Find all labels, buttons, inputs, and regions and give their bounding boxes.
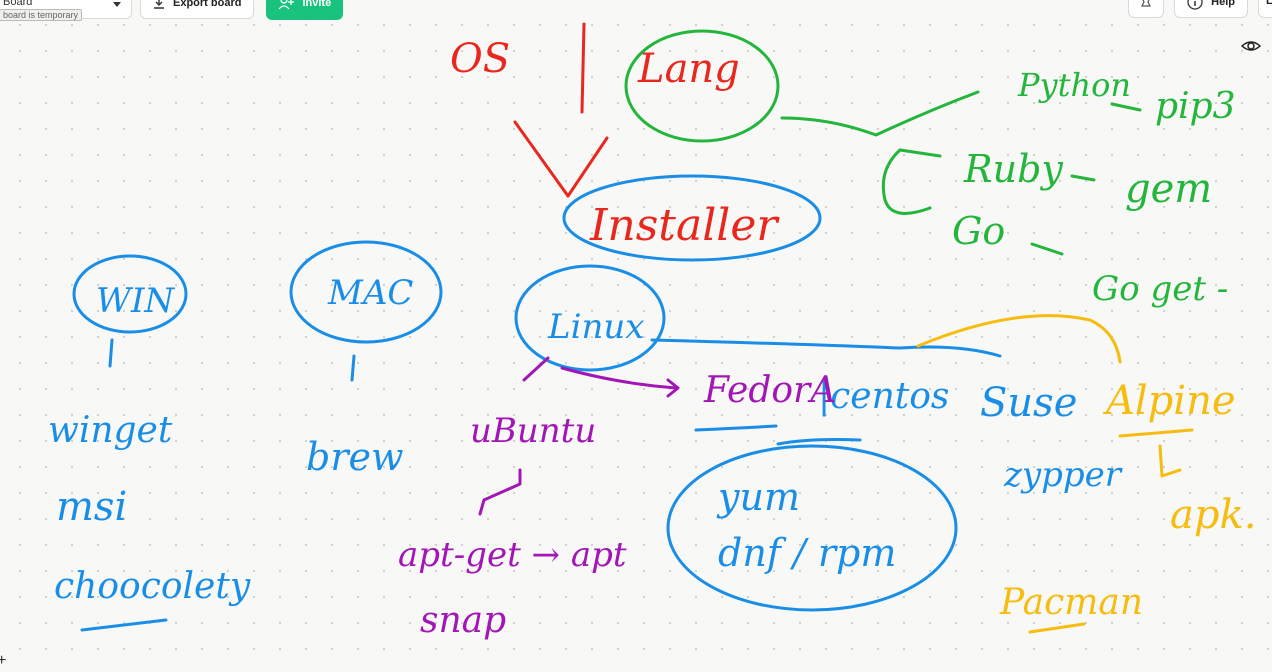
lang-connector: [780, 90, 980, 137]
linux-circle: [514, 264, 666, 372]
label-yum: yum: [716, 475, 800, 519]
green-ink: Lang Python pip3 Ruby gem Go Go get -: [624, 29, 1236, 309]
centos-underline: [776, 438, 862, 446]
mac-down: [350, 354, 356, 382]
help-button[interactable]: Help: [1174, 0, 1248, 18]
label-snap: snap: [420, 600, 506, 641]
os-stroke: [580, 22, 586, 114]
label-ubuntu: uBuntu: [470, 411, 596, 451]
label-linux: Linux: [547, 307, 644, 347]
label-apt: apt-get → apt: [398, 535, 627, 575]
win-down: [108, 338, 114, 368]
label-win: WIN: [96, 281, 175, 321]
dash-gem: [1070, 174, 1096, 182]
help-label: Help: [1211, 0, 1235, 8]
label-suse: Suse: [980, 380, 1077, 426]
blue-ink: WIN MAC Linux winget msi choocolety brew…: [48, 174, 1123, 632]
label-ruby: Ruby: [963, 147, 1063, 191]
login-button[interactable]: Lo: [1258, 0, 1272, 18]
label-pacman: Pacman: [999, 582, 1143, 623]
choco-underline: [80, 618, 168, 632]
fedora-underline: [694, 424, 778, 432]
chevron-down-icon: [113, 2, 121, 7]
invite-button[interactable]: Invite: [266, 0, 344, 20]
label-zypper: zypper: [1003, 455, 1123, 495]
label-msi: msi: [56, 484, 127, 530]
plus-icon[interactable]: +: [0, 652, 7, 669]
temporary-badge: board is temporary: [0, 9, 83, 21]
export-board-label: Export board: [173, 0, 242, 9]
dash-go: [1030, 242, 1064, 256]
dash-pip: [1110, 102, 1142, 112]
win-circle: [72, 254, 188, 334]
label-python: Python: [1017, 66, 1131, 104]
export-board-button[interactable]: Export board: [140, 0, 255, 19]
lang-circle: [624, 29, 780, 143]
board-selector[interactable]: Board board is temporary: [0, 0, 132, 21]
to-alpine-arc: [916, 314, 1122, 364]
label-chocolatey: choocolety: [54, 566, 251, 607]
info-icon: [1187, 0, 1203, 10]
fedora-arrowhead: [666, 378, 680, 398]
label-dnf-rpm: dnf / rpm: [718, 531, 896, 575]
label-installer: Installer: [589, 200, 780, 251]
top-right-toolbar: Help Lo: [1128, 0, 1272, 18]
label-winget: winget: [48, 410, 173, 451]
mac-circle: [289, 240, 443, 344]
os-arrow: [513, 120, 609, 198]
top-left-toolbar: Board board is temporary Export board In…: [0, 0, 344, 21]
label-mac: MAC: [327, 273, 413, 313]
pacman-underline: [1028, 622, 1086, 634]
linux-to-fedora: [560, 366, 678, 390]
installer-circle: [562, 174, 822, 262]
pin-button[interactable]: [1128, 0, 1165, 18]
alpine-down: [1158, 444, 1182, 478]
label-brew: brew: [306, 435, 404, 479]
label-go: Go: [952, 209, 1005, 253]
board-name: Board: [3, 0, 33, 8]
yum-circle: [666, 444, 958, 612]
label-pip: pip3: [1155, 86, 1236, 127]
alpine-underline: [1118, 428, 1194, 438]
label-os: OS: [450, 36, 510, 82]
linux-connector: [650, 338, 1002, 358]
label-alpine: Alpine: [1102, 378, 1236, 424]
yellow-ink: Alpine apk. Pacman: [916, 314, 1256, 634]
linux-to-ubuntu: [522, 356, 550, 382]
add-user-icon: [278, 0, 295, 10]
eye-icon[interactable]: [1241, 38, 1261, 54]
label-gem: gem: [1125, 166, 1212, 212]
pin-icon: [1141, 0, 1152, 7]
label-fedora: FedorA: [703, 370, 836, 411]
ubuntu-down: [478, 468, 522, 516]
label-centos: |centos: [818, 376, 949, 417]
branch-bracket: [881, 148, 932, 215]
invite-label: Invite: [302, 0, 332, 9]
label-lang: Lang: [637, 46, 740, 92]
purple-ink: FedorA uBuntu apt-get → apt snap: [398, 356, 836, 641]
red-ink: OS Installer: [450, 22, 780, 251]
label-go-get: Go get -: [1092, 269, 1228, 309]
label-apk: apk.: [1170, 492, 1256, 538]
download-icon: [154, 0, 164, 9]
arrow-ruby: [898, 148, 942, 158]
